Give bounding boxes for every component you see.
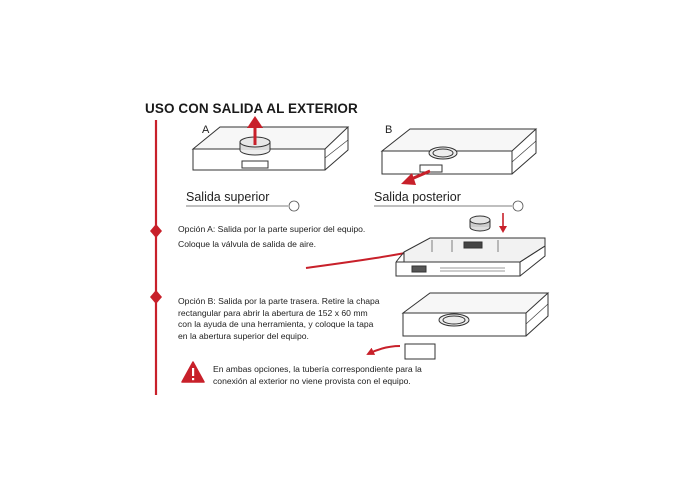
- figure-b-letter: B: [385, 124, 393, 136]
- upward-arrow-icon: [247, 116, 263, 145]
- hood-b-illustration: [380, 128, 538, 175]
- option-b-text: Opción B: Salida por la parte trasera. R…: [178, 296, 380, 341]
- hood-b2-illustration: [401, 292, 550, 337]
- caption-lines: [186, 200, 524, 212]
- figure-a-letter: A: [202, 124, 210, 136]
- down-arrow-icon: [499, 213, 507, 233]
- removed-plate: [404, 343, 436, 360]
- valve-illustration: [469, 215, 491, 232]
- option-a-line1: Opción A: Salida por la parte superior d…: [178, 224, 366, 234]
- option-b-arrow-icon: [366, 345, 401, 355]
- page-title: USO CON SALIDA AL EXTERIOR: [145, 101, 358, 116]
- timeline: [150, 120, 162, 395]
- warning-triangle-icon: [181, 361, 205, 383]
- hood-a-illustration: [191, 126, 350, 171]
- option-a-line2: Coloque la válvula de salida de aire.: [178, 239, 317, 249]
- warning-text: En ambas opciones, la tubería correspond…: [213, 364, 422, 386]
- installed-hood-illustration: [395, 237, 546, 277]
- timeline-marker-a: [150, 224, 162, 238]
- rear-outlet-arrow-icon: [401, 169, 431, 185]
- timeline-marker-b: [150, 290, 162, 304]
- figure-b-caption: Salida posterior: [374, 190, 461, 204]
- figure-a-caption: Salida superior: [186, 190, 270, 204]
